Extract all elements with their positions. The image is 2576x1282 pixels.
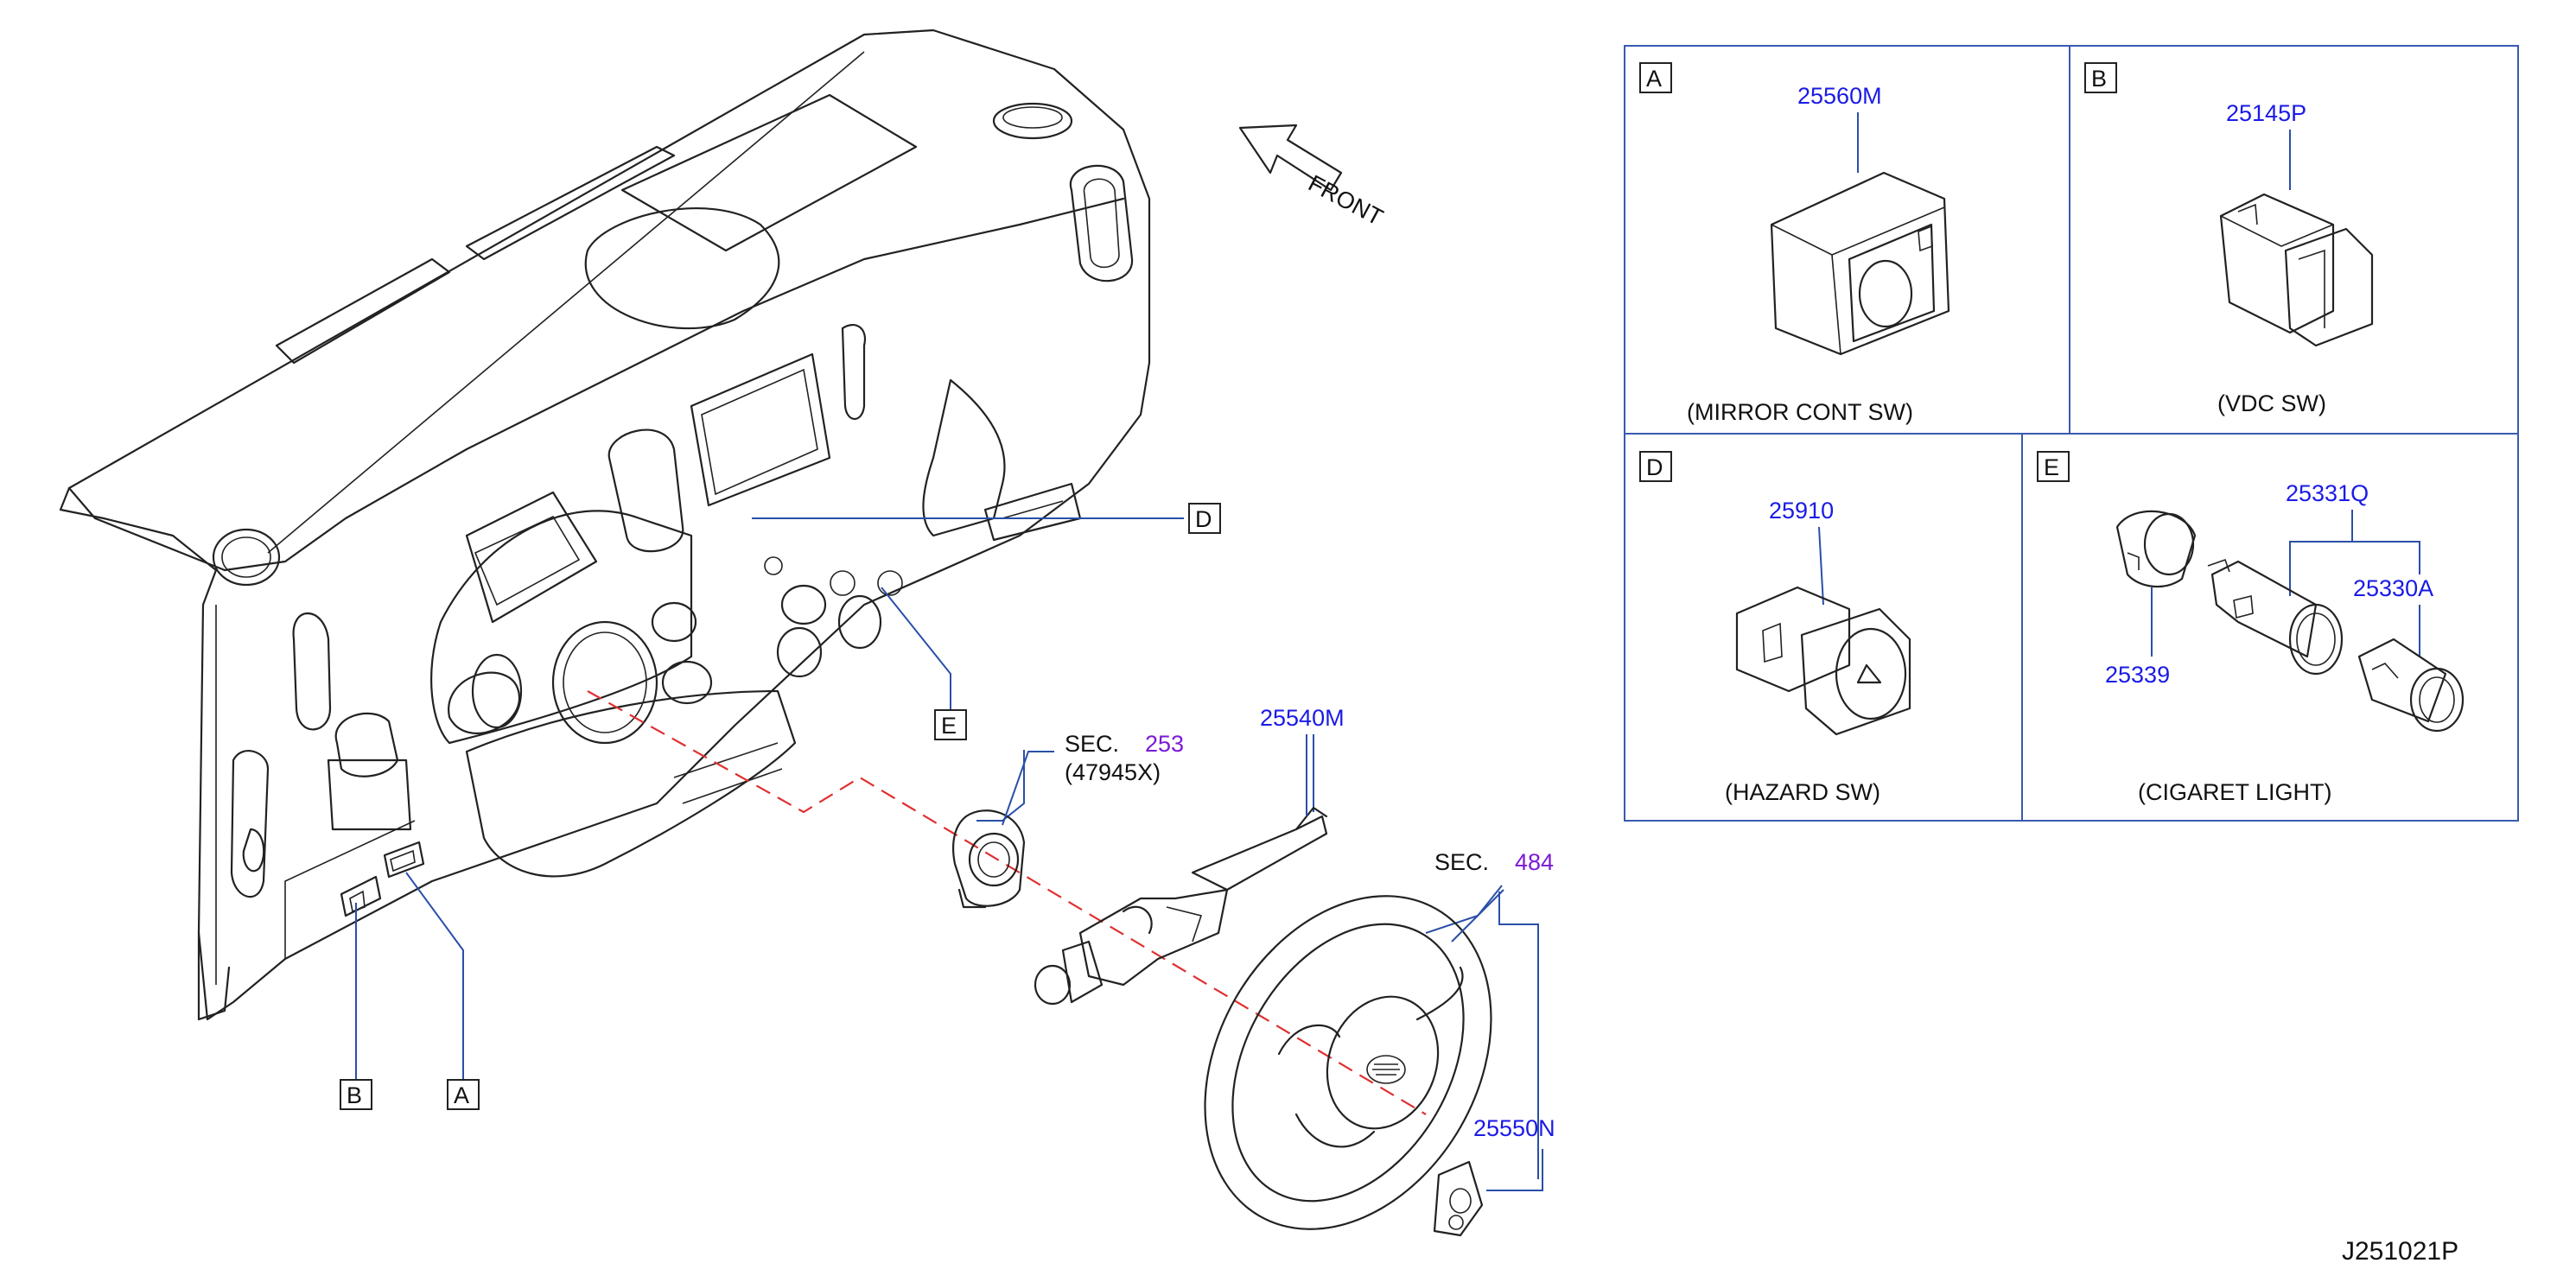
sec484-number: 484 [1515, 849, 1554, 875]
steering-wheel-drawing [1204, 895, 1492, 1230]
sec484-leader [1451, 889, 1504, 942]
callout-b-label: B [347, 1082, 362, 1108]
sec253-leader [1002, 751, 1054, 826]
p25550N-label: 25550N [1473, 1115, 1555, 1141]
panel-b: B 25145P (VDC SW) [2084, 62, 2374, 416]
panel-a: A 25560M (MIRROR CONT SW) [1639, 62, 1950, 425]
panel-a-caption: (MIRROR CONT SW) [1687, 399, 1913, 425]
panel-e-letter: E [2044, 454, 2059, 480]
p25145P-label: 25145P [2226, 100, 2306, 126]
vdc-switch-drawing [2219, 193, 2374, 347]
steering-switch-drawing [1433, 1160, 1484, 1237]
p25550N-leader [1486, 1149, 1543, 1191]
panel-a-letter: A [1646, 66, 1662, 92]
combination-switch-drawing [1034, 806, 1328, 1006]
front-arrow-icon [1238, 124, 1343, 192]
sec253-number: 253 [1145, 731, 1184, 757]
callout-box-e: E [934, 709, 967, 740]
cigarette-lighter-drawing [2115, 510, 2465, 733]
panel-d-caption: (HAZARD SW) [1725, 779, 1880, 805]
p25560M-label: 25560M [1797, 83, 1882, 109]
callout-d-label: D [1195, 506, 1212, 532]
sec253-prefix: SEC. [1065, 731, 1119, 757]
detail-panels-frame [1624, 45, 2519, 822]
p25540M-label: 25540M [1260, 705, 1345, 731]
instrument-panel-drawing [59, 29, 1151, 1021]
mirror-switch-drawing [1770, 171, 1950, 356]
dashboard-leaders [355, 517, 1539, 1179]
panel-b-caption: (VDC SW) [2217, 390, 2326, 416]
hazard-switch-drawing [1735, 586, 1911, 736]
callout-box-a: A [447, 1079, 480, 1110]
callout-box-b: B [340, 1079, 372, 1110]
panel-e-caption: (CIGARET LIGHT) [2138, 779, 2332, 805]
panel-b-letter: B [2091, 66, 2107, 92]
p25339-label: 25339 [2105, 662, 2170, 688]
callout-a-label: A [454, 1082, 469, 1108]
panel-d-letter: D [1646, 454, 1663, 480]
callout-box-d: D [1188, 503, 1221, 534]
panel-d: D 25910 (HAZARD SW) [1639, 451, 1911, 805]
front-label: FRONT [1304, 170, 1387, 231]
p25331Q-label: 25331Q [2286, 480, 2369, 506]
spiral-cable-drawing [951, 809, 1026, 909]
sec253-sub: (47945X) [1065, 759, 1161, 785]
p25910-label: 25910 [1769, 498, 1834, 524]
callout-e-label: E [941, 713, 957, 739]
panel-e: E 25331Q 25330A 25339 (CIGARET LIGHT) [2037, 451, 2465, 805]
diagram-id: J251021P [2342, 1237, 2458, 1266]
steering-axis-line [587, 690, 1427, 1115]
sec484-prefix: SEC. [1434, 849, 1489, 875]
p25330A-label: 25330A [2353, 575, 2433, 601]
